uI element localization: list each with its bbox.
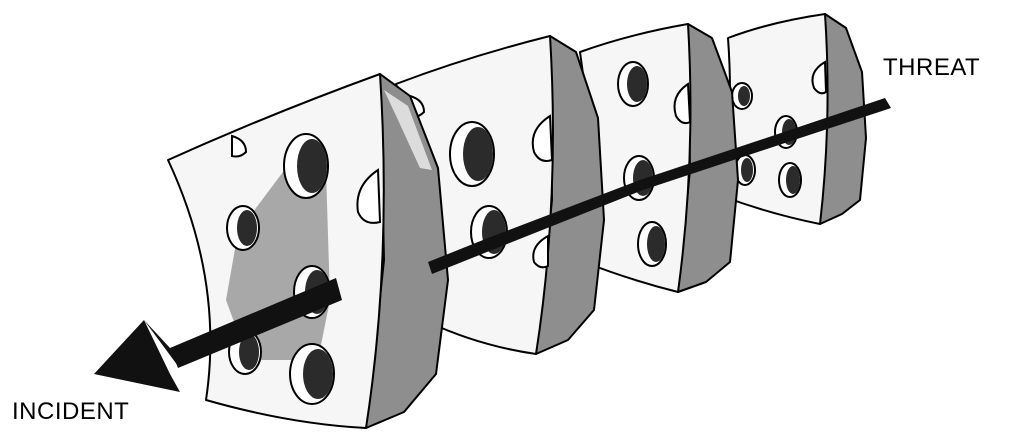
incident-label: INCIDENT bbox=[12, 398, 129, 426]
cheese-slice-1 bbox=[168, 74, 448, 428]
slice-4-face bbox=[722, 14, 828, 224]
threat-label: THREAT bbox=[883, 54, 980, 82]
